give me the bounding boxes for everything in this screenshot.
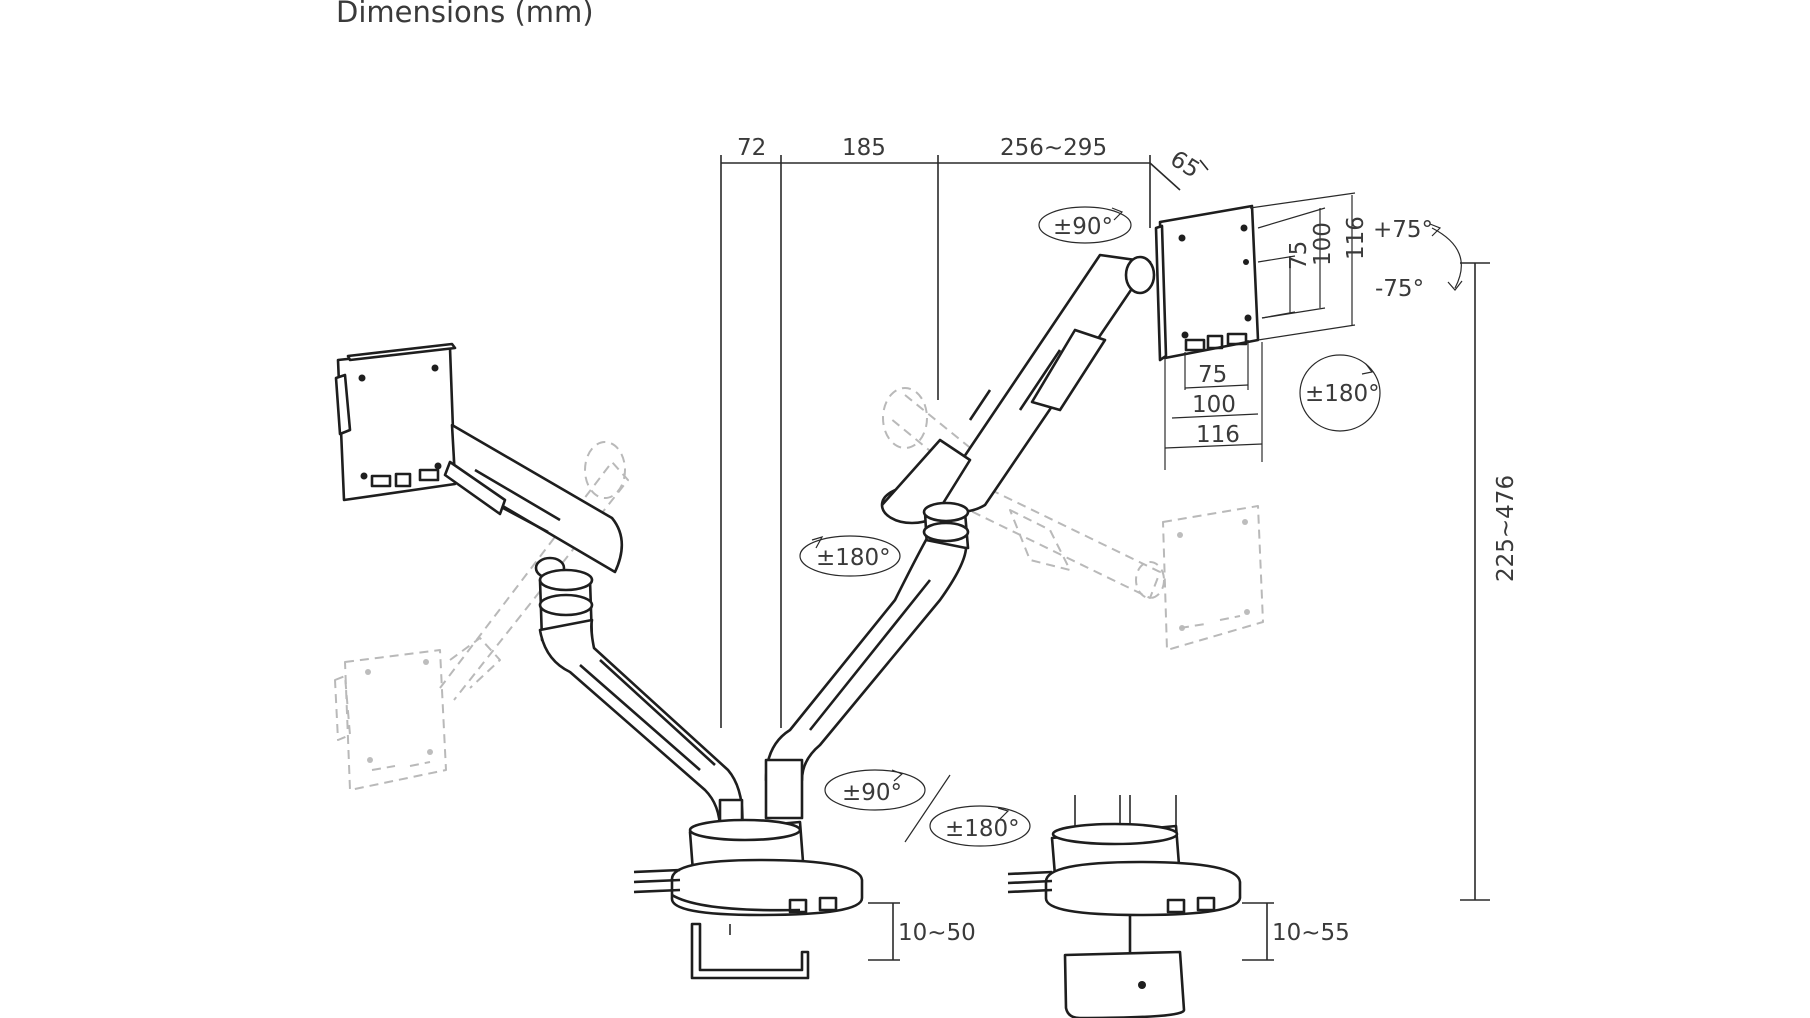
vesa-vertical-dimensions (1249, 192, 1356, 341)
rot-base-swivel-label: ±90° (842, 780, 902, 806)
right-monitor-plate (1154, 204, 1260, 362)
rot-head-swivel-label: ±90° (1053, 214, 1113, 240)
clamp-thickness-dimension (868, 902, 900, 961)
left-monitor-plate (334, 342, 457, 502)
vesa-h-100-label: 100 (1192, 392, 1236, 418)
dim-height-label: 225~476 (1493, 475, 1519, 582)
rotation-arrow-portrait (1299, 354, 1381, 432)
right-lower-arm (764, 538, 968, 782)
diagram-heading: Dimensions (mm) (336, 0, 594, 29)
left-lower-arm (538, 618, 744, 832)
ghost-left-monitor-position (334, 441, 629, 791)
height-dimension-line (1460, 262, 1490, 901)
left-upper-arm (443, 423, 624, 580)
rot-tilt-down-label: -75° (1375, 276, 1424, 302)
dim-clamp-label: 10~50 (898, 920, 976, 946)
dim-65-label: 65 (1165, 146, 1204, 184)
rotation-arrow-elbow (799, 535, 901, 577)
rotation-arrow-head-swivel (1038, 206, 1132, 244)
rot-elbow-label: ±180° (816, 545, 891, 571)
dim-185-label: 185 (842, 135, 886, 161)
rotation-arrow-base-swivel (824, 769, 926, 811)
grommet-thickness-dimension (1242, 902, 1274, 961)
rotation-arrow-tilt (1429, 223, 1463, 291)
vesa-h-75-label: 75 (1198, 362, 1227, 388)
rot-base-rotation-label: ±180° (945, 816, 1020, 842)
dim-arm-reach-label: 256~295 (1000, 135, 1107, 161)
dim-grommet-label: 10~55 (1272, 920, 1350, 946)
rot-portrait-label: ±180° (1305, 381, 1380, 407)
vesa-v-100-label: 100 (1310, 222, 1336, 266)
dim-72-label: 72 (737, 135, 766, 161)
clamp-base (633, 818, 864, 980)
rot-tilt-up-label: +75° (1373, 217, 1433, 243)
vesa-v-75-label: 75 (1286, 241, 1312, 270)
rotation-arrow-base-rotation (904, 774, 1031, 847)
right-upper-arm (880, 253, 1156, 525)
right-elbow-joint (922, 501, 970, 550)
vesa-v-116-label: 116 (1343, 216, 1369, 260)
top-dimension-lines (720, 155, 1209, 728)
vesa-horizontal-dimensions (1164, 340, 1263, 470)
grommet-base (1007, 795, 1242, 1018)
vesa-h-116-label: 116 (1196, 422, 1240, 448)
